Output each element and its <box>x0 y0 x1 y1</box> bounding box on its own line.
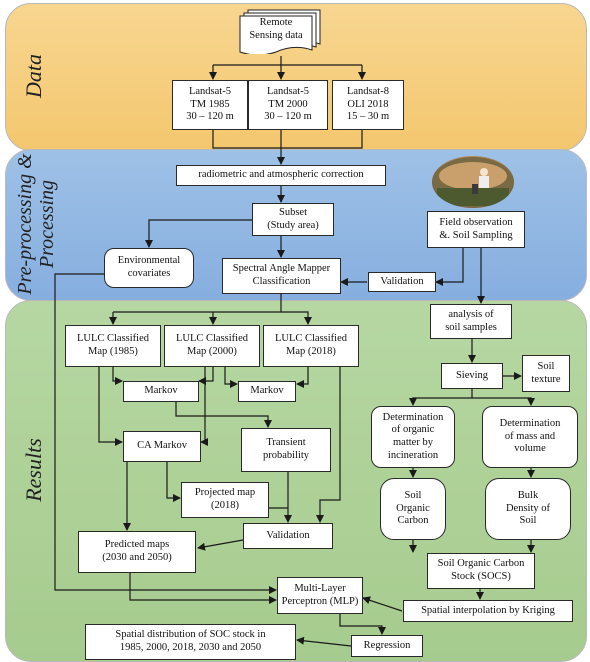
analysis-soil-samples-box: analysis of soil samples <box>430 304 512 339</box>
markov-box-1: Markov <box>123 381 199 402</box>
bulk-density-box: Bulk Density of Soil <box>485 478 571 540</box>
lulc-2018-box: LULC Classified Map (2018) <box>263 325 359 367</box>
projected-map-box: Projected map (2018) <box>181 482 269 518</box>
field-observation-box: Field observation &. Soil Sampling <box>427 211 525 248</box>
transient-probability-box: Transient probability <box>241 428 331 472</box>
mass-volume-box: Determination of mass and volume <box>482 406 578 468</box>
regression-box: Regression <box>351 635 423 657</box>
lulc-2000-box: LULC Classified Map (2000) <box>164 325 260 367</box>
subset-box: Subset (Study area) <box>252 203 334 236</box>
kriging-box: Spatial interpolation by Kriging <box>403 600 573 622</box>
soil-organic-carbon-box: Soil Organic Carbon <box>380 478 446 540</box>
landsat8-2018-box: Landsat-8 OLI 2018 15 – 30 m <box>332 80 404 130</box>
validation-bottom-box: Validation <box>243 523 333 549</box>
soil-texture-box: Soil texture <box>522 355 570 392</box>
sieving-box: Sieving <box>441 363 503 389</box>
ca-markov-box: CA Markov <box>123 431 201 462</box>
landsat5-1985-box: Landsat-5 TM 1985 30 – 120 m <box>172 80 248 130</box>
landsat5-2000-box: Landsat-5 TM 2000 30 – 120 m <box>248 80 328 130</box>
field-sampling-photo <box>432 156 514 208</box>
lulc-1985-box: LULC Classified Map (1985) <box>65 325 161 367</box>
spatial-distribution-box: Spatial distribution of SOC stock in 198… <box>85 624 296 660</box>
sam-classification-box: Spectral Angle Mapper Classification <box>222 258 341 294</box>
correction-box: radiometric and atmospheric correction <box>176 165 386 186</box>
predicted-maps-box: Predicted maps (2030 and 2050) <box>78 531 196 573</box>
environmental-covariates-box: Environmental covariates <box>104 248 194 288</box>
markov-box-2: Markov <box>238 381 296 402</box>
remote-sensing-data: Remote Sensing data <box>249 17 303 41</box>
mlp-box: Multi-Layer Perceptron (MLP) <box>277 577 363 614</box>
organic-matter-box: Determination of organic matter by incin… <box>371 406 455 468</box>
socs-box: Soil Organic Carbon Stock (SOCS) <box>427 553 535 589</box>
validation-top-box: Validation <box>368 272 436 292</box>
document-stack-icon <box>239 9 321 54</box>
